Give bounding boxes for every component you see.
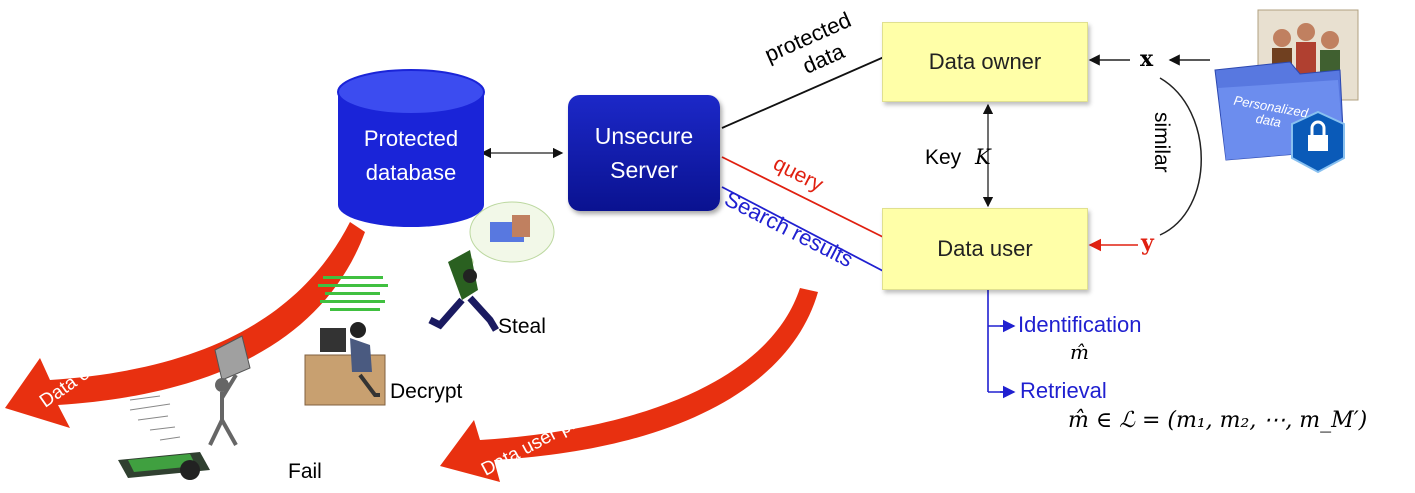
y-symbol: y <box>1141 230 1154 256</box>
data-owner-label: Data owner <box>928 49 1042 74</box>
database-cylinder <box>337 69 485 227</box>
data-owner-node[interactable]: Data owner <box>882 22 1088 102</box>
data-user-label: Data user <box>937 236 1033 261</box>
key-text: Key <box>925 146 962 169</box>
personalized-folder-icon <box>1214 9 1359 174</box>
thief-icon <box>428 201 555 332</box>
identification-label: Identification <box>1018 312 1142 337</box>
owner-privacy-arrow <box>5 222 365 428</box>
decrypt-label: Decrypt <box>390 380 463 403</box>
m-hat-symbol: m̂ <box>1070 340 1089 364</box>
user-privacy-arrow <box>440 288 818 482</box>
key-label: Key K <box>925 145 991 170</box>
key-symbol: K <box>975 145 991 169</box>
failed-attacker-icon <box>118 335 251 480</box>
results-link <box>721 186 886 273</box>
unsecure-server-node[interactable]: Unsecure Server <box>568 95 720 211</box>
database-label-line2: database <box>365 160 457 185</box>
data-user-node[interactable]: Data user <box>882 208 1088 290</box>
fail-label: Fail <box>288 460 322 483</box>
similar-curve <box>1159 77 1202 236</box>
x-symbol: x <box>1140 46 1154 72</box>
output-tree <box>987 290 1012 393</box>
server-label-line2: Server <box>610 157 678 183</box>
server-label-line1: Unsecure <box>594 123 694 149</box>
steal-label: Steal <box>498 315 546 338</box>
hacker-icon <box>304 276 388 406</box>
database-label: Protected database <box>338 122 484 190</box>
retrieval-formula: m̂ ∈ ℒ = (m₁, m₂, ⋯, m_M′) <box>1068 408 1368 433</box>
database-label-line1: Protected <box>363 126 459 151</box>
query-link <box>721 156 886 239</box>
retrieval-label: Retrieval <box>1020 378 1107 403</box>
similar-label: similar <box>1150 112 1173 173</box>
protected-data-link <box>721 56 885 129</box>
